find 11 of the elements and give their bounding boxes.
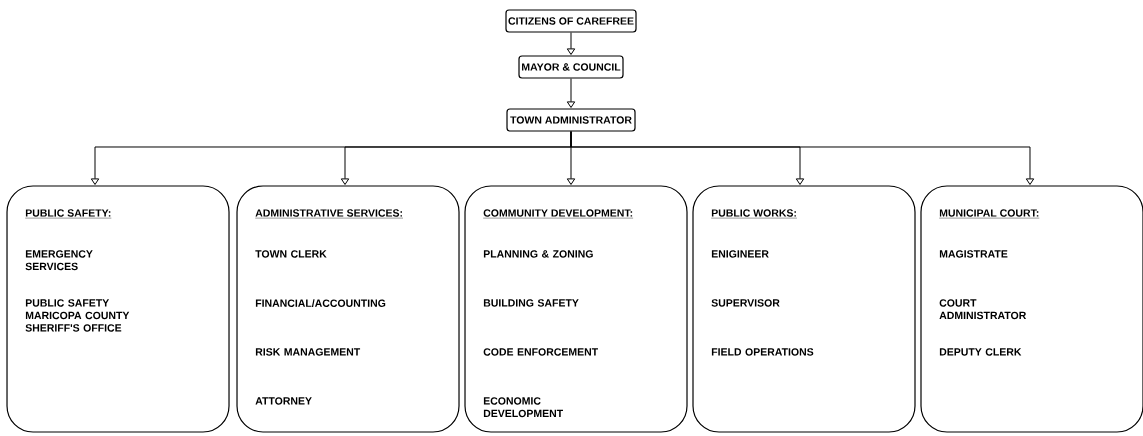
title-box: CITIZENS OF CAREFREE — [505, 9, 637, 33]
arrow — [566, 32, 576, 55]
department-box: PUBLIC WORKS: ENIGINEER SUPERVISOR FIELD OPERATIONS — [692, 185, 916, 433]
title-box: MAYOR & COUNCIL — [518, 55, 624, 79]
department-box: COMMUNITY DEVELOPMENT: PLANNING & ZONING BUILDING SAFETY CODE ENFORCEMENT ECONOMIC DEVELOPMENT — [464, 185, 688, 433]
title-box: TOWN ADMINISTRATOR — [506, 108, 636, 132]
department-box: PUBLIC SAFETY: EMERGENCY SERVICES PUBLIC SAFETY MARICOPA COUNTY SHERIFF'S OFFICE — [6, 185, 230, 433]
arrow — [570, 131, 1035, 185]
arrow — [566, 78, 576, 108]
department-box: MUNICIPAL COURT: MAGISTRATE COURT ADMINISTRATOR DEPUTY CLERK — [920, 185, 1143, 433]
department-box: ADMINISTRATIVE SERVICES: TOWN CLERK FINANCIAL/ACCOUNTING RISK MANAGEMENT ATTORNEY — [236, 185, 460, 433]
